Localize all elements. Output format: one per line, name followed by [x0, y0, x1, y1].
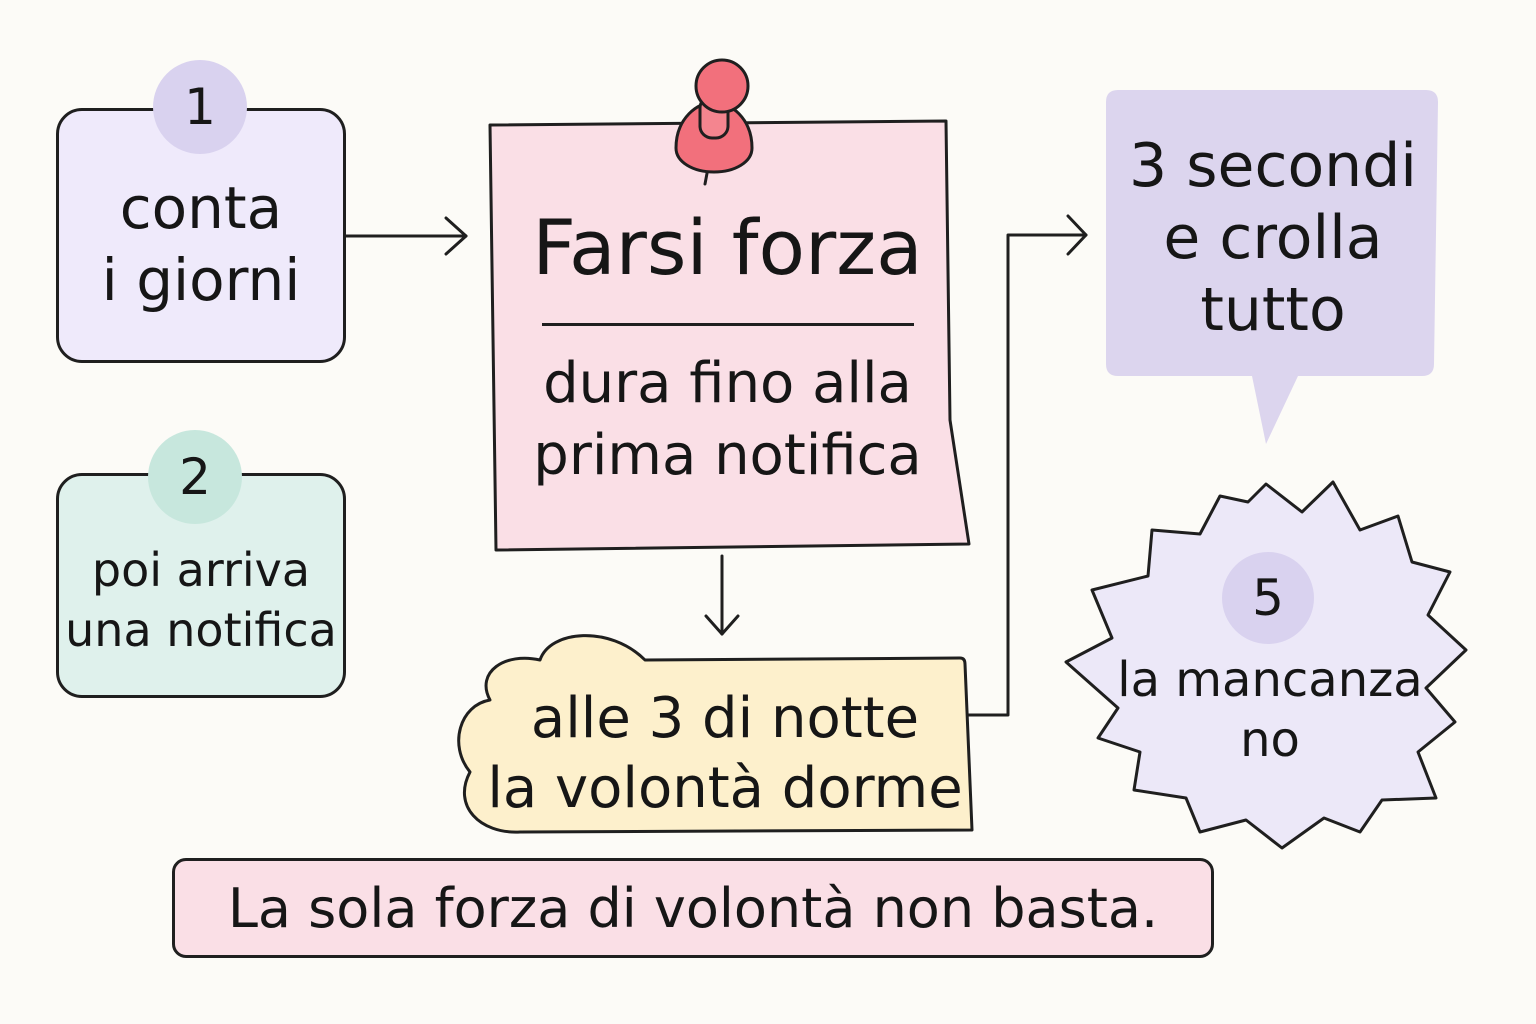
sticky-note-shape [488, 119, 971, 552]
step-1-text: conta i giorni [56, 172, 346, 316]
bubble-line-1: 3 secondi [1129, 131, 1417, 201]
step-2-text: poi arriva una notifica [56, 540, 346, 660]
speech-bubble-shape [1106, 90, 1438, 444]
step-1-number: 1 [184, 78, 216, 136]
arrow-note-to-cloud [704, 554, 740, 636]
starburst-line-2: no [1240, 712, 1300, 768]
note-line-1: dura fino alla [543, 351, 912, 416]
step-1-number-badge: 1 [153, 60, 247, 154]
bubble-line-3: tutto [1200, 275, 1346, 345]
step-2-number: 2 [179, 448, 211, 506]
starburst-shape [1064, 480, 1468, 850]
step-2-line-2: una notifica [65, 603, 337, 657]
bubble-text: 3 secondi e crolla tutto [1108, 130, 1438, 346]
cloud-line-2: la volontà dorme [487, 756, 963, 821]
step-1-line-2: i giorni [101, 246, 301, 314]
step-2-line-1: poi arriva [91, 543, 311, 597]
note-title: Farsi forza [532, 203, 923, 292]
cloud-text: alle 3 di notte la volontà dorme [470, 684, 980, 824]
cloud-shape [457, 634, 974, 834]
step-1-line-1: conta [119, 174, 283, 242]
starburst-text: la mancanza no [1100, 650, 1440, 770]
note-line-2: prima notifica [533, 423, 922, 488]
cloud-line-1: alle 3 di notte [530, 686, 920, 751]
push-pin-icon [674, 58, 754, 186]
arrow-cloud-to-bubble [966, 214, 1088, 717]
arrow-box1-to-note [344, 216, 468, 256]
conclusion-text: La sola forza di volontà non basta. [227, 876, 1159, 940]
starburst-line-1: la mancanza [1117, 652, 1423, 708]
bubble-line-2: e crolla [1163, 203, 1383, 273]
step-5-number-badge: 5 [1222, 552, 1314, 644]
step-5-number: 5 [1252, 569, 1284, 627]
note-text: dura fino alla prima notifica [500, 348, 955, 492]
note-divider [542, 323, 914, 326]
step-2-number-badge: 2 [148, 430, 242, 524]
conclusion-banner: La sola forza di volontà non basta. [172, 858, 1214, 958]
